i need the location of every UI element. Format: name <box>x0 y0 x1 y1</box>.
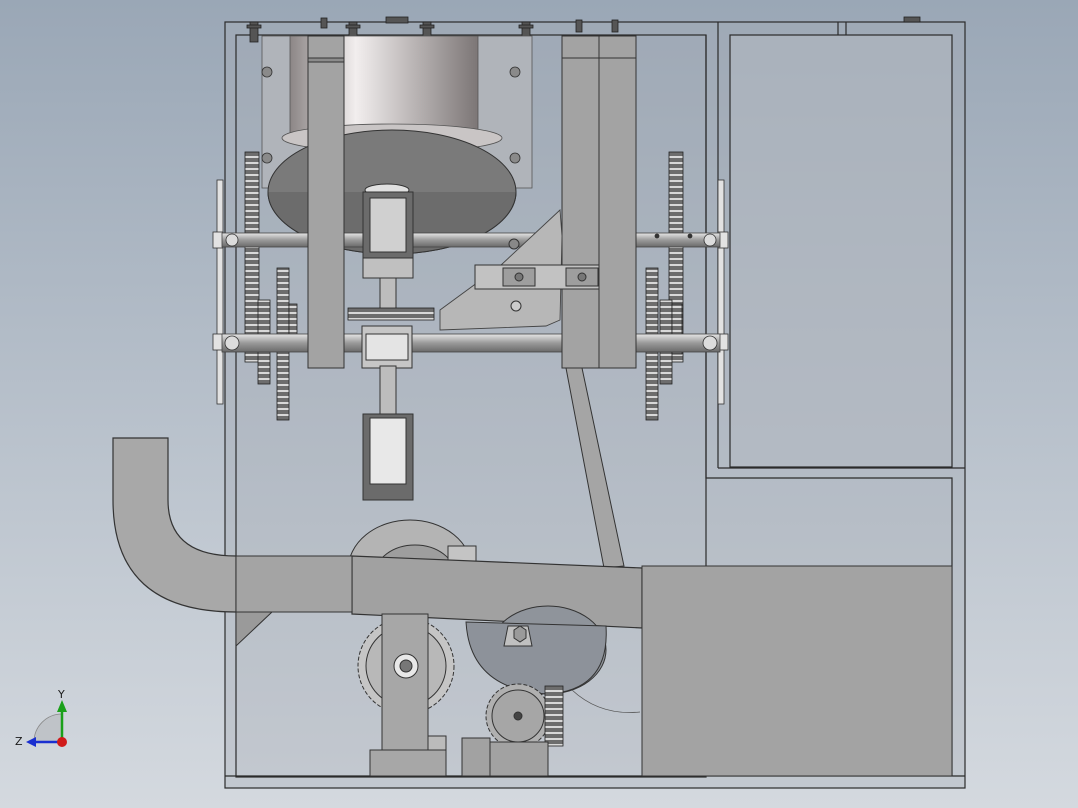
lower-right-housing[interactable] <box>641 565 953 777</box>
lower-connecting-rod[interactable] <box>362 365 414 501</box>
diagonal-link-bar[interactable] <box>565 367 625 569</box>
small-rack-gear[interactable] <box>544 685 564 747</box>
shaft-collars <box>224 233 718 351</box>
axis-label-z: Z <box>15 735 23 748</box>
upper-shaft[interactable] <box>221 232 721 248</box>
cam-disc[interactable] <box>465 605 607 695</box>
right-support-column[interactable] <box>561 35 637 369</box>
lever-left-extension <box>235 555 353 613</box>
plate-screws <box>261 66 521 164</box>
slider-block[interactable] <box>474 238 600 312</box>
bevel-gear[interactable] <box>347 307 435 321</box>
bottom-blocks <box>461 737 549 777</box>
right-end-flange <box>717 179 729 405</box>
center-crank-hub[interactable] <box>361 325 413 369</box>
coordinate-triad-icon: Y Z <box>15 688 67 748</box>
axis-label-y: Y <box>57 688 65 701</box>
lower-support-column[interactable] <box>369 613 447 777</box>
left-support-column[interactable] <box>307 35 345 369</box>
left-gear-upper[interactable] <box>244 151 260 363</box>
drive-pinion-gear[interactable] <box>485 683 551 749</box>
top-bolts <box>246 16 921 45</box>
cam-arc-outline <box>571 689 641 713</box>
lower-shaft[interactable] <box>221 333 721 353</box>
upper-connecting-rod[interactable] <box>362 183 414 319</box>
